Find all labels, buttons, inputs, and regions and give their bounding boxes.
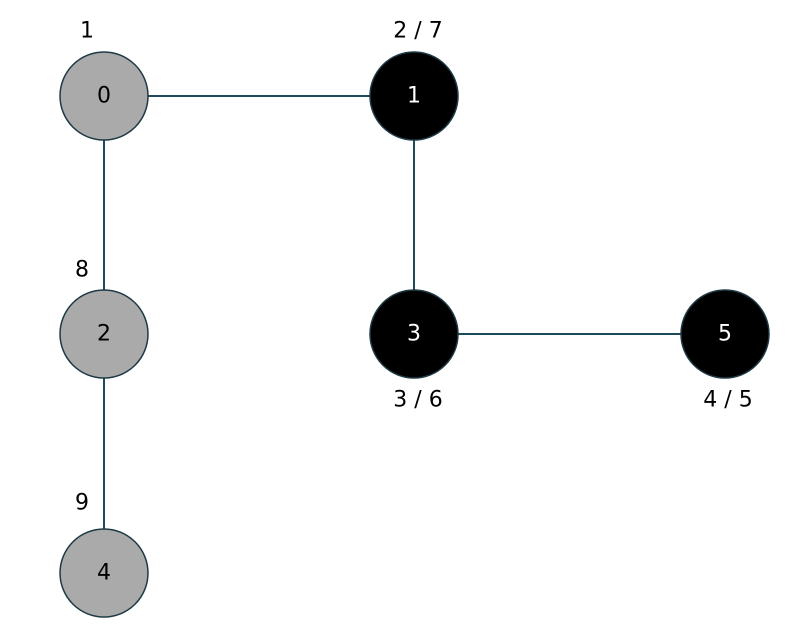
node-circle-1 (369, 51, 459, 141)
node-0: 0 (59, 51, 149, 141)
node-label-5: 5 (718, 322, 732, 347)
node-circle-4 (59, 528, 149, 618)
time-label-1: 2 / 7 (393, 19, 442, 44)
time-label-3: 3 / 6 (393, 388, 442, 413)
time-label-4: 9 (75, 491, 89, 516)
node-label-2: 2 (97, 322, 111, 347)
node-label-3: 3 (407, 322, 421, 347)
node-circle-5 (680, 289, 770, 379)
node-label-4: 4 (97, 561, 111, 586)
time-label-2: 8 (75, 258, 89, 283)
node-1: 1 (369, 51, 459, 141)
node-4: 4 (59, 528, 149, 618)
node-label-1: 1 (407, 84, 421, 109)
node-circle-0 (59, 51, 149, 141)
node-label-0: 0 (97, 84, 111, 109)
node-circle-2 (59, 289, 149, 379)
time-label-0: 1 (80, 19, 94, 44)
node-circle-3 (369, 289, 459, 379)
node-5: 5 (680, 289, 770, 379)
time-label-5: 4 / 5 (703, 388, 752, 413)
nodes-layer: 0 1 2 3 4 5 (59, 51, 770, 618)
time-labels-layer: 1 2 / 7 8 3 / 6 9 4 / 5 (75, 19, 753, 516)
node-3: 3 (369, 289, 459, 379)
node-2: 2 (59, 289, 149, 379)
